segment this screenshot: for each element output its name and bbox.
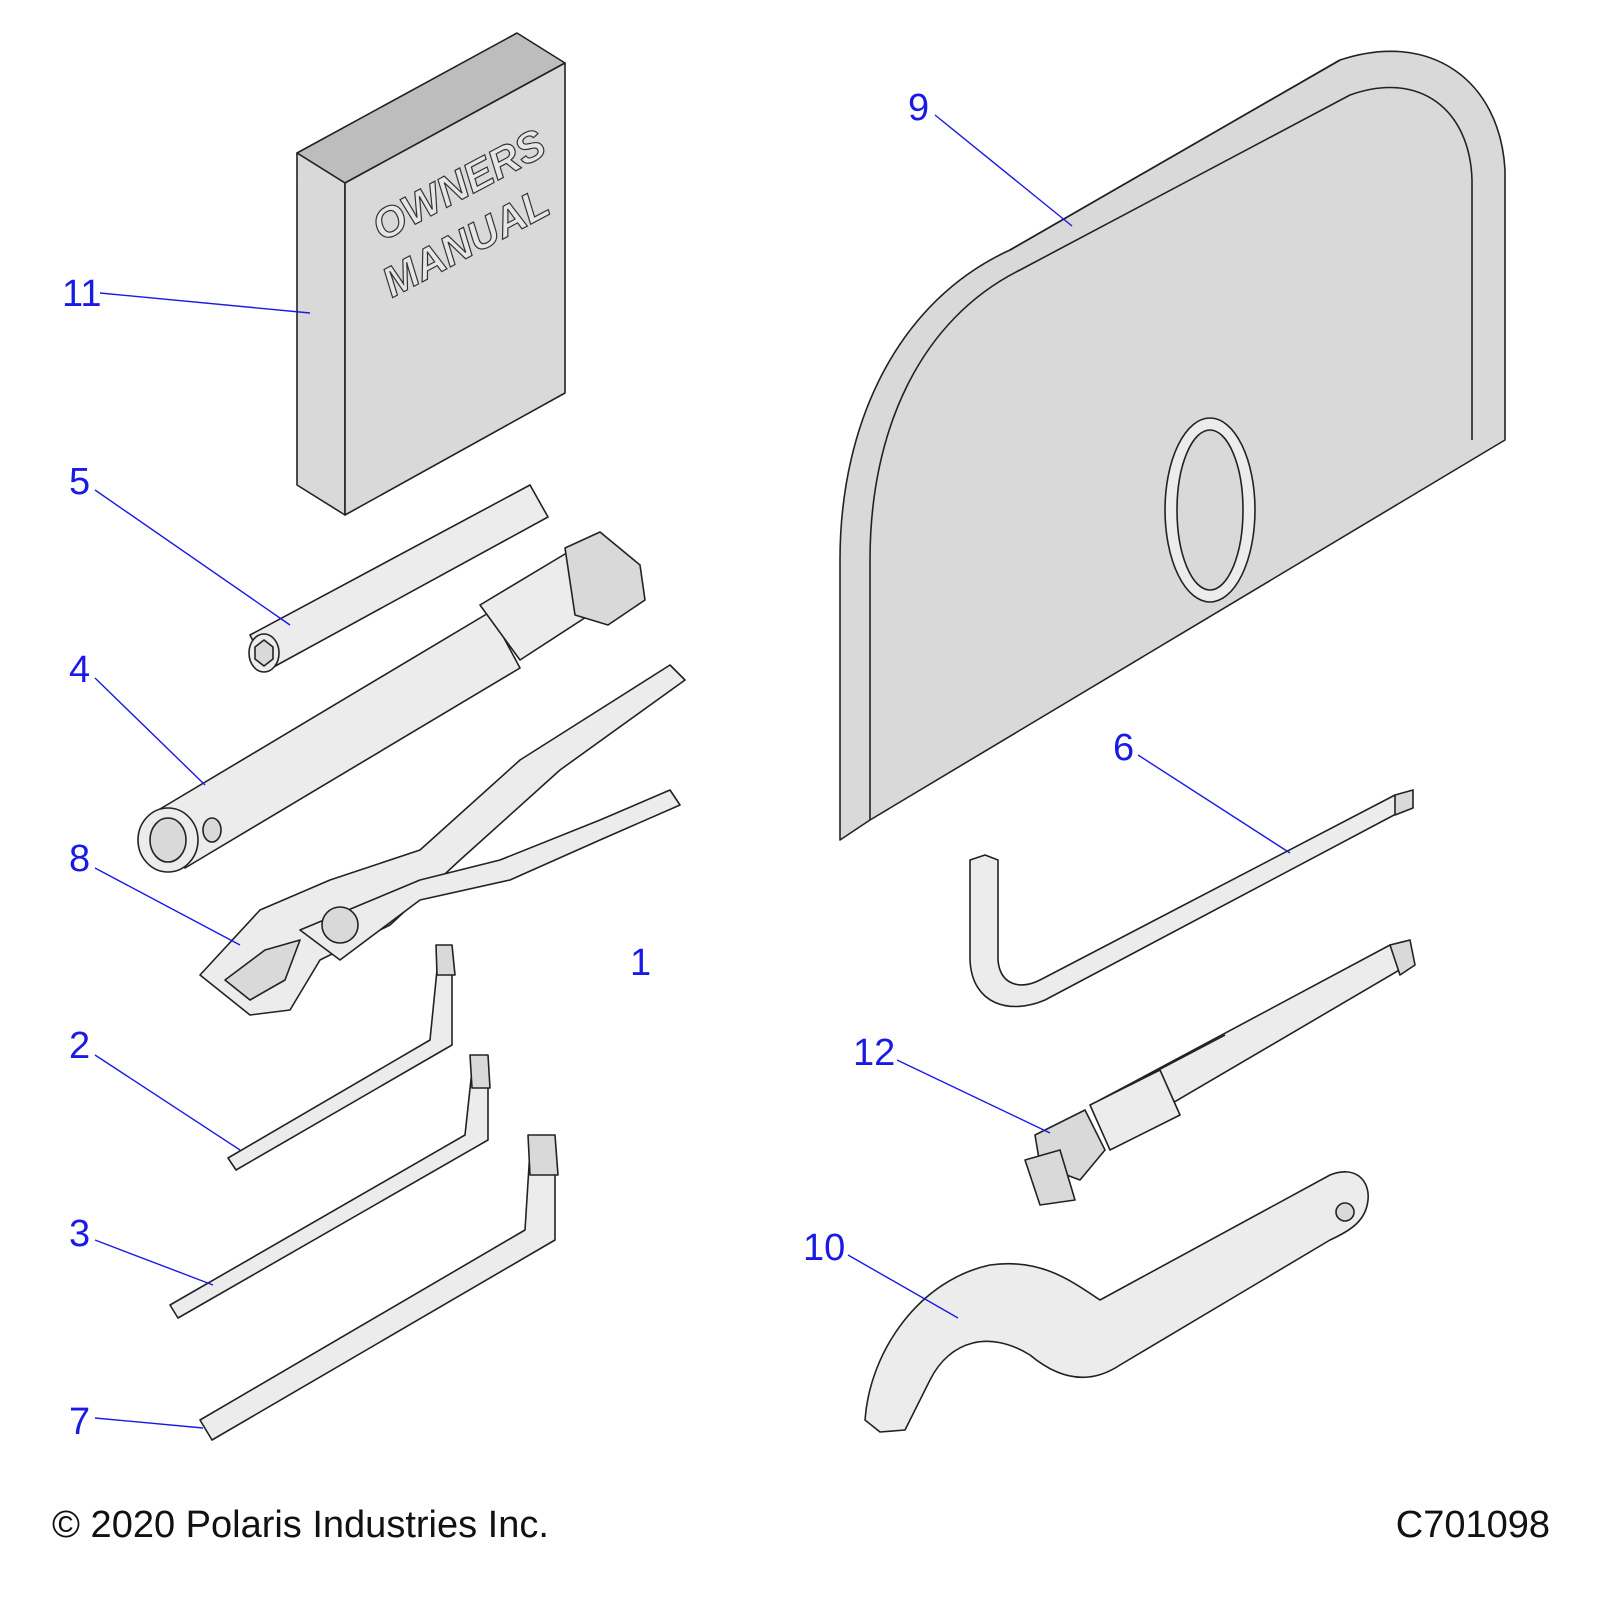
callout-2: 2 <box>69 1025 90 1067</box>
drawing-number: C701098 <box>1395 1504 1550 1546</box>
callout-12: 12 <box>853 1032 895 1074</box>
spanner-wrench <box>864 1171 1369 1433</box>
torx-key-small <box>227 944 456 1171</box>
owners-manual: OWNERS MANUAL <box>296 32 566 516</box>
spark-plug-wrench <box>137 531 646 873</box>
callout-3: 3 <box>69 1213 90 1255</box>
callout-9: 9 <box>908 87 929 129</box>
callout-7: 7 <box>69 1401 90 1443</box>
hex-l-key <box>969 789 1414 1008</box>
callout-8: 8 <box>69 838 90 880</box>
shield-panel <box>839 50 1506 841</box>
callouts: 11 5 4 8 1 2 3 7 9 6 12 10 <box>62 87 1134 1443</box>
hex-socket-tube <box>248 484 549 673</box>
pliers <box>199 664 686 1016</box>
callout-6: 6 <box>1113 727 1134 769</box>
callout-4: 4 <box>69 649 90 691</box>
callout-10: 10 <box>803 1227 845 1269</box>
callout-1: 1 <box>630 942 651 984</box>
torx-key-large <box>199 1134 559 1441</box>
callout-11: 11 <box>62 273 101 315</box>
torx-key-medium <box>169 1054 491 1319</box>
callout-5: 5 <box>69 461 90 503</box>
socket-driver <box>1024 939 1416 1206</box>
leader-lines <box>94 114 1291 1429</box>
copyright-notice: © 2020 Polaris Industries Inc. <box>52 1504 549 1546</box>
